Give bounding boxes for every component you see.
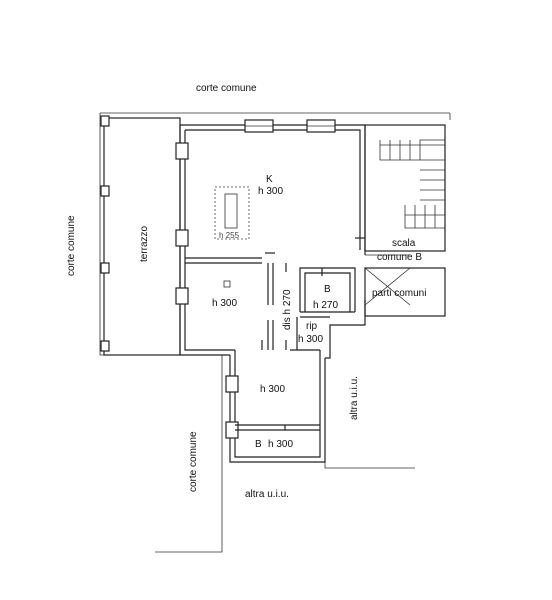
labels: corte comune corte comune terrazzo K h 3… (66, 83, 426, 500)
bath-lower-height: h 300 (268, 439, 293, 450)
room-left-height: h 300 (212, 298, 237, 309)
kitchen-height: h 300 (258, 186, 283, 197)
kitchen-hood (214, 186, 250, 240)
scala-label-line1: scala (392, 238, 416, 249)
door-marks (261, 237, 365, 430)
room-lower-height: h 300 (260, 384, 285, 395)
scala-label-line2: comune B (377, 252, 422, 263)
outer-walls (179, 124, 366, 463)
altra-uiu-right-label: altra u.i.u. (349, 376, 360, 420)
interior-walls (185, 257, 356, 431)
rip-height: h 300 (298, 334, 323, 345)
common-parts (364, 254, 446, 317)
bath-letter: B (324, 284, 331, 295)
property-boundaries (99, 112, 451, 553)
corte-comune-top-label: corte comune (196, 83, 257, 94)
bath-height: h 270 (313, 300, 338, 311)
corte-comune-left-label: corte comune (66, 215, 77, 276)
altra-uiu-bottom-label: altra u.i.u. (245, 489, 289, 500)
corte-comune-bottom-label: corte comune (188, 431, 199, 492)
room-marker (223, 280, 231, 288)
hood-height: h 255 (219, 231, 240, 240)
kitchen-letter: K (266, 174, 273, 185)
parti-comuni-label: parti comuni (372, 288, 426, 299)
bath-lower-letter: B (255, 439, 262, 450)
windows (175, 119, 336, 439)
terrazzo-label: terrazzo (139, 225, 150, 262)
disimpegno-label: dis h 270 (282, 289, 293, 330)
rip-label: rip (306, 321, 318, 332)
common-stair (364, 124, 446, 252)
